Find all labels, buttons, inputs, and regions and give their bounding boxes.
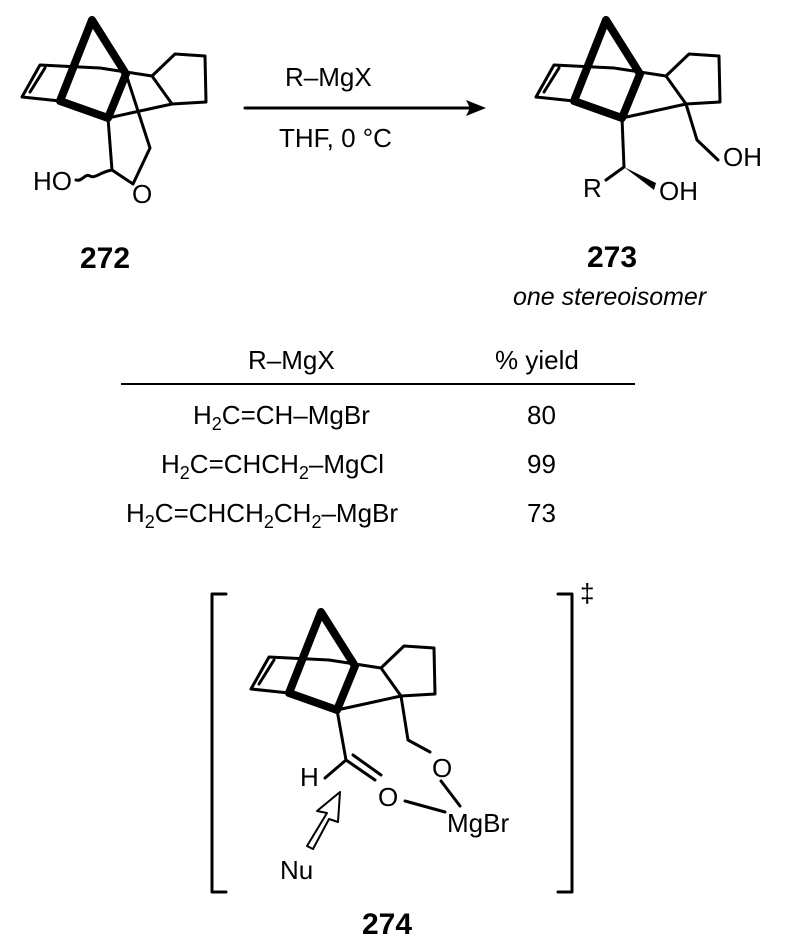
yield-table: R–MgX % yield H2C=CH–MgBr 80 H2C=CHCH2–M…: [121, 345, 635, 532]
table-cell-yield: 80: [527, 400, 556, 430]
ts-hydrogen-label: H: [300, 762, 319, 792]
r-group-label: R: [583, 173, 602, 203]
table-row: H2C=CHCH2CH2–MgBr: [126, 498, 398, 532]
structure-274: ‡ H O O MgBr Nu 274: [210, 578, 594, 941]
secondary-oh-label: OH: [659, 176, 698, 206]
nucleophile-attack-arrow: [306, 791, 341, 850]
compound-label-274: 274: [362, 908, 412, 941]
hydroxyl-label: HO: [33, 166, 72, 196]
table-row: H2C=CHCH2–MgCl: [161, 449, 384, 483]
structure-273: R OH OH 273 one stereoisomer: [513, 16, 762, 311]
table-cell-yield: 73: [527, 498, 556, 528]
primary-oh-label: OH: [723, 142, 762, 172]
ring-oxygen-label: O: [132, 179, 152, 209]
ts-nucleophile-label: Nu: [280, 855, 313, 885]
table-header-yield: % yield: [495, 345, 579, 375]
compound-label-273: 273: [587, 241, 637, 274]
compound-label-272: 272: [80, 242, 130, 275]
ts-carbonyl-oxygen-label: O: [378, 782, 398, 812]
conditions-label: THF, 0 °C: [279, 123, 392, 153]
structure-272: HO O 272: [20, 16, 208, 275]
ts-alkoxide-oxygen-label: O: [432, 753, 452, 783]
reaction-arrow: R–MgX THF, 0 °C: [243, 62, 486, 153]
table-header-reagent: R–MgX: [248, 345, 335, 375]
table-cell-yield: 99: [527, 449, 556, 479]
ts-metal-label: MgBr: [447, 808, 509, 838]
reagent-label: R–MgX: [285, 62, 372, 92]
right-bracket: [556, 592, 574, 894]
left-bracket: [210, 592, 228, 894]
dagger-symbol: ‡: [580, 578, 594, 608]
stereoisomer-note: one stereoisomer: [513, 283, 708, 311]
table-row: H2C=CH–MgBr: [193, 400, 370, 434]
